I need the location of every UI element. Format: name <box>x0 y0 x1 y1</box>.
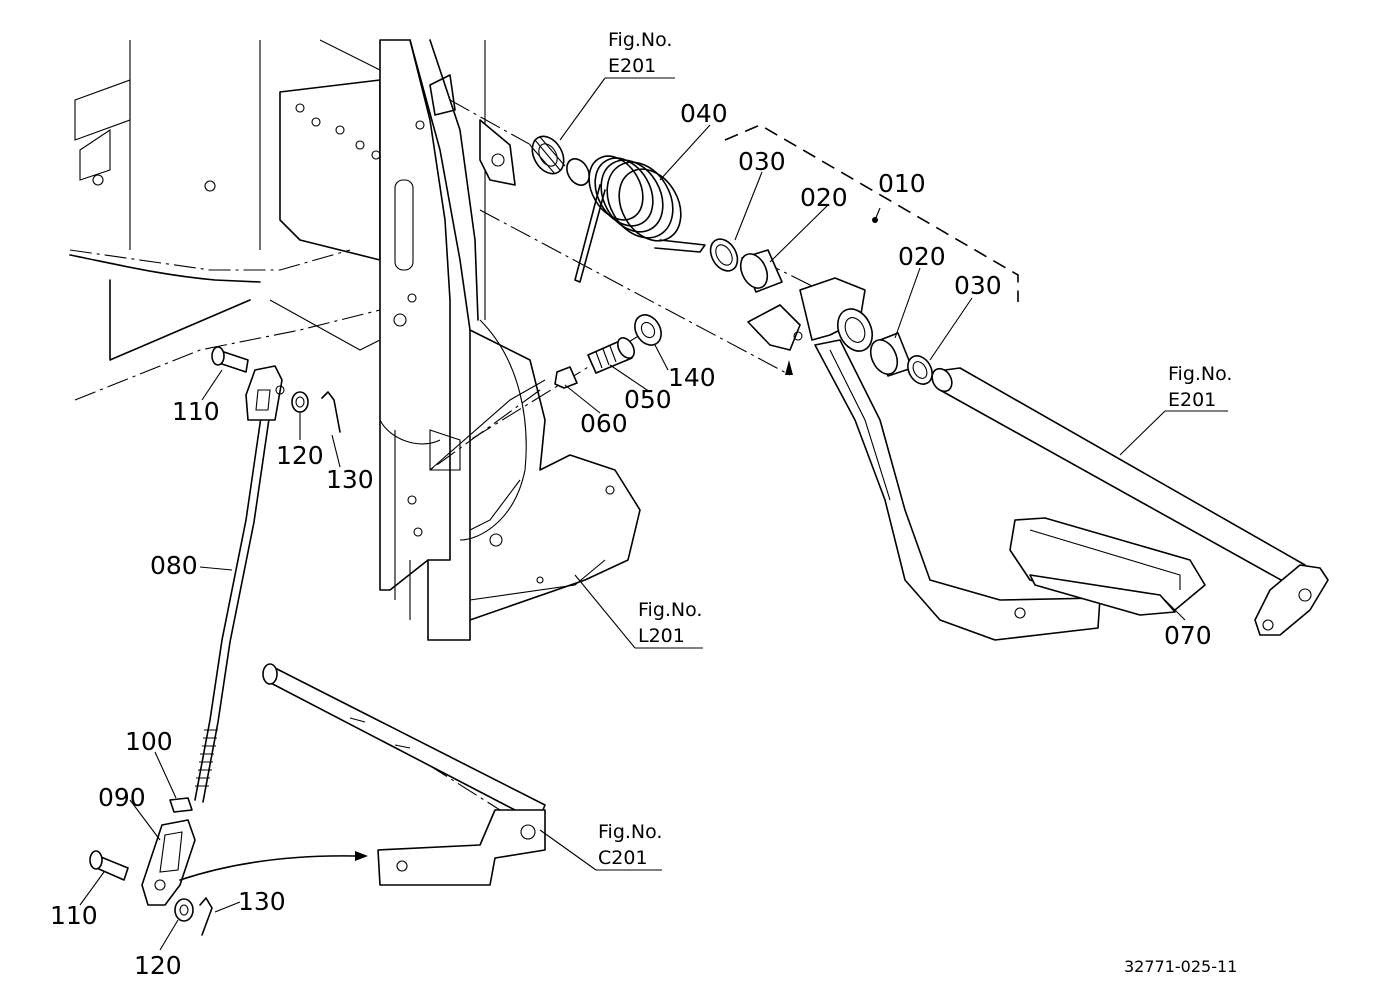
lower-lever <box>179 663 546 886</box>
label-040: 040 <box>680 99 728 128</box>
group-bracket-010 <box>724 124 1019 302</box>
hinge-arrow <box>785 360 793 375</box>
label-030-right: 030 <box>954 271 1002 300</box>
bushing-washer-left <box>709 238 783 293</box>
bolt-nut-collar <box>554 314 662 389</box>
figref-l201-prefix: Fig.No. <box>638 599 702 621</box>
frame-structure <box>69 39 641 641</box>
label-110-upper: 110 <box>172 397 220 426</box>
torsion-spring <box>574 155 706 283</box>
label-060: 060 <box>580 409 628 438</box>
pedal-assembly <box>747 217 1206 641</box>
figref-e201-top-code: E201 <box>608 55 656 77</box>
figref-e201-right-code: E201 <box>1168 389 1216 411</box>
label-030-left: 030 <box>738 147 786 176</box>
label-120-lower: 120 <box>134 951 182 980</box>
label-120-upper: 120 <box>276 441 324 470</box>
part-labels: 040 030 020 010 020 030 140 050 060 070 … <box>50 99 1212 980</box>
label-020-left: 020 <box>800 183 848 212</box>
figref-l201-code: L201 <box>638 625 685 647</box>
label-080: 080 <box>150 551 198 580</box>
bushing-washer-right <box>869 332 933 385</box>
control-rod <box>89 346 341 936</box>
drawing-code: 32771-025-11 <box>1124 957 1237 976</box>
label-110-lower: 110 <box>50 901 98 930</box>
figref-e201-right-prefix: Fig.No. <box>1168 363 1232 385</box>
leader-lines <box>79 77 1228 951</box>
figref-e201-top-prefix: Fig.No. <box>608 29 672 51</box>
label-100: 100 <box>125 727 173 756</box>
figref-c201-code: C201 <box>598 847 648 869</box>
label-070: 070 <box>1164 621 1212 650</box>
label-090: 090 <box>98 783 146 812</box>
pedal-shaft <box>931 367 1329 636</box>
figure-references: Fig.No. E201 Fig.No. E201 Fig.No. L201 F… <box>598 29 1232 869</box>
label-130-upper: 130 <box>326 465 374 494</box>
figref-c201-prefix: Fig.No. <box>598 821 662 843</box>
label-010: 010 <box>878 169 926 198</box>
label-050: 050 <box>624 385 672 414</box>
bearing-e201 <box>529 135 590 186</box>
label-020-right: 020 <box>898 242 946 271</box>
label-130-lower: 130 <box>238 887 286 916</box>
label-140: 140 <box>668 363 716 392</box>
